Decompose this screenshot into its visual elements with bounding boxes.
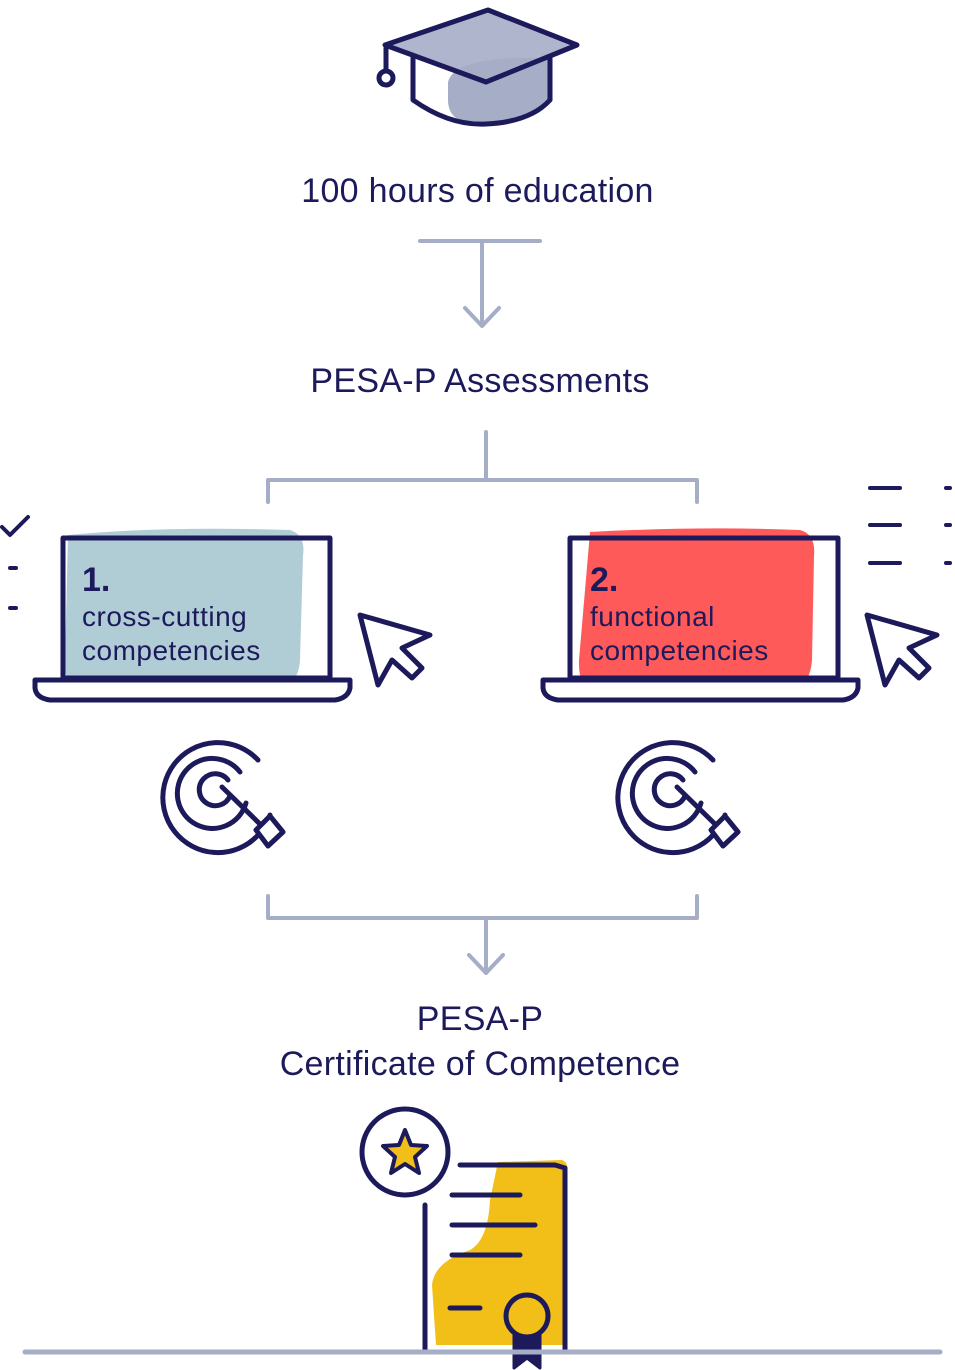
- card-label-line1: cross-cutting: [82, 601, 248, 632]
- card-cross-cutting: 1. cross-cutting competencies: [82, 560, 261, 668]
- connector-split: [266, 430, 699, 504]
- step-education: 100 hours of education: [301, 172, 654, 210]
- card-label-line2: competencies: [590, 635, 769, 666]
- step-certificate-line1: PESA-P: [416, 1000, 544, 1038]
- step-assessments: PESA-P Assessments: [310, 362, 650, 400]
- card-number: 1.: [82, 561, 111, 599]
- card-functional: 2. functional competencies: [590, 560, 769, 668]
- ribbon-icon: [503, 1292, 551, 1370]
- laptop-icon: [32, 528, 353, 703]
- target-icon: [615, 740, 741, 856]
- card-label-line1: functional: [590, 601, 715, 632]
- card-number: 2.: [590, 561, 619, 599]
- cursor-icon: [864, 612, 940, 688]
- step-certificate-line2: Certificate of Competence: [279, 1045, 681, 1083]
- connector-arrow-1: [418, 239, 542, 328]
- connector-merge: [266, 894, 699, 975]
- list-icon: [868, 486, 952, 565]
- checklist-icon: [0, 515, 30, 610]
- graduation-cap-icon: [376, 7, 580, 127]
- laptop-icon: [540, 528, 861, 703]
- card-label-line2: competencies: [82, 635, 261, 666]
- target-icon: [160, 740, 286, 856]
- cursor-icon: [357, 612, 433, 688]
- star-icon: [381, 1128, 429, 1175]
